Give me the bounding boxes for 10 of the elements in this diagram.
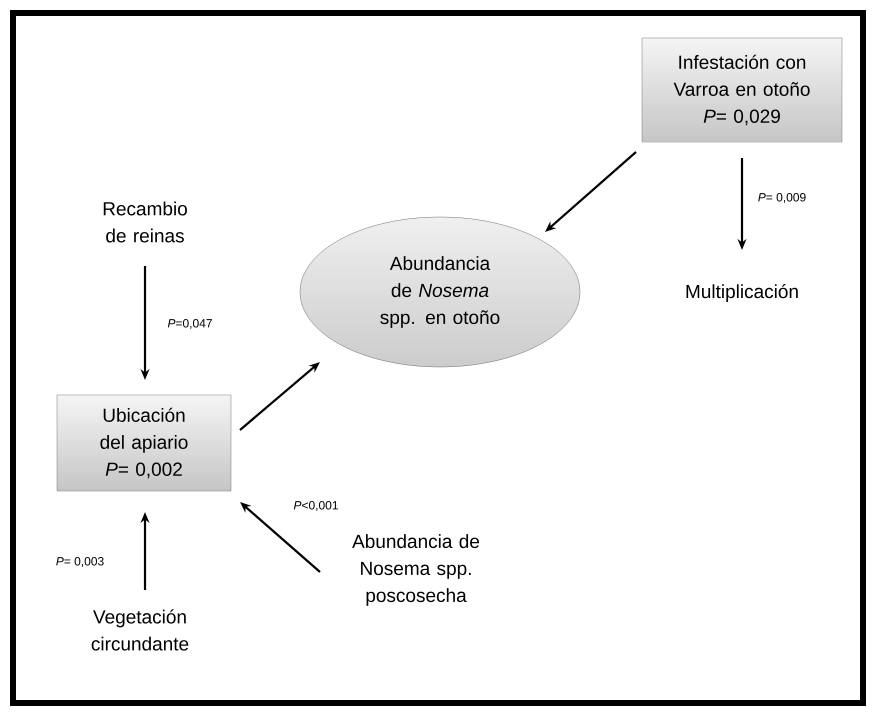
variable-label: Multiplicación xyxy=(686,284,798,302)
edge-label: P=0,047 xyxy=(166,318,214,330)
variable-label: Recambio de reinas xyxy=(104,202,187,242)
process-box: Infestación con Varroa en otoño P= 0,029 xyxy=(642,38,842,142)
variable-label: Abundancia de Nosema spp. poscosecha xyxy=(352,534,480,606)
edge-label: P= 0,003 xyxy=(54,556,106,568)
variable-label: Vegetación circundante xyxy=(92,609,188,651)
process-box: Ubicación del apiario P= 0,002 xyxy=(56,394,232,492)
edge-label: P= 0,009 xyxy=(756,192,808,204)
edge-label: P<0,001 xyxy=(292,500,340,512)
